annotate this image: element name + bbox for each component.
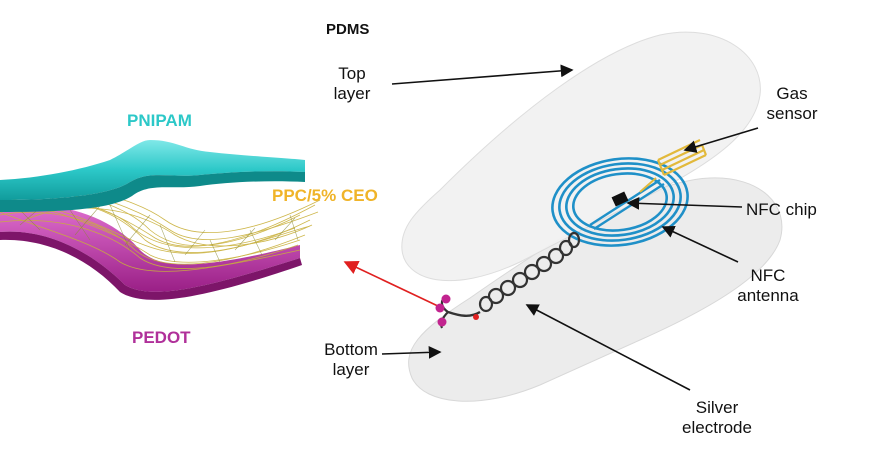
nfc-chip-label: NFC chip <box>746 200 817 220</box>
nfc-antenna-line2: antenna <box>737 286 799 305</box>
nfc-antenna-label: NFC antenna <box>728 266 808 306</box>
material-stack <box>0 140 321 300</box>
gas-sensor-line2: sensor <box>766 104 818 123</box>
silver-electrode-callout <box>525 304 691 391</box>
silver-electrode-line2: electrode <box>682 418 752 437</box>
pedot-label-text: PEDOT <box>132 328 191 347</box>
electrode-tips <box>435 294 479 327</box>
stack-pointer-arrow <box>343 260 441 308</box>
top-layer-callout <box>391 64 574 85</box>
bottom-layer-line2: layer <box>332 360 370 379</box>
nfc-antenna-callout <box>661 225 739 263</box>
pedot-label: PEDOT <box>132 328 191 348</box>
nfc-antenna-line1: NFC <box>750 266 786 285</box>
pnipam-label-text: PNIPAM <box>127 111 192 130</box>
bottom-layer-callout <box>381 345 442 359</box>
silver-electrode-line1: Silver <box>695 398 739 417</box>
callout-lines <box>381 64 759 391</box>
pdms-label-text: PDMS <box>326 21 370 38</box>
nfc-chip-text: NFC chip <box>746 200 817 219</box>
top-layer-line2: layer <box>333 84 371 103</box>
top-layer-shape <box>401 31 761 282</box>
ppc-label: PPC/5% CEO <box>272 186 378 206</box>
nfc-device <box>401 31 783 402</box>
gas-sensor-callout <box>683 127 759 153</box>
gas-sensor-label: Gas sensor <box>752 84 832 124</box>
nfc-chip <box>611 191 629 207</box>
nfc-chip-callout <box>626 196 743 210</box>
ppc-label-text: PPC/5% CEO <box>272 186 378 205</box>
gas-sensor <box>639 139 708 193</box>
pdms-label: PDMS <box>326 20 369 40</box>
pnipam-label: PNIPAM <box>127 111 192 131</box>
gas-sensor-line1: Gas <box>776 84 808 103</box>
top-layer-line1: Top <box>338 64 366 83</box>
top-layer-label: Top layer <box>322 64 382 104</box>
bottom-layer-label: Bottom layer <box>316 340 386 380</box>
ppc-fiber-mesh <box>0 186 321 272</box>
silver-electrode-label: Silver electrode <box>672 398 762 438</box>
pnipam-layer <box>0 140 305 200</box>
bottom-layer-line1: Bottom <box>324 340 378 359</box>
